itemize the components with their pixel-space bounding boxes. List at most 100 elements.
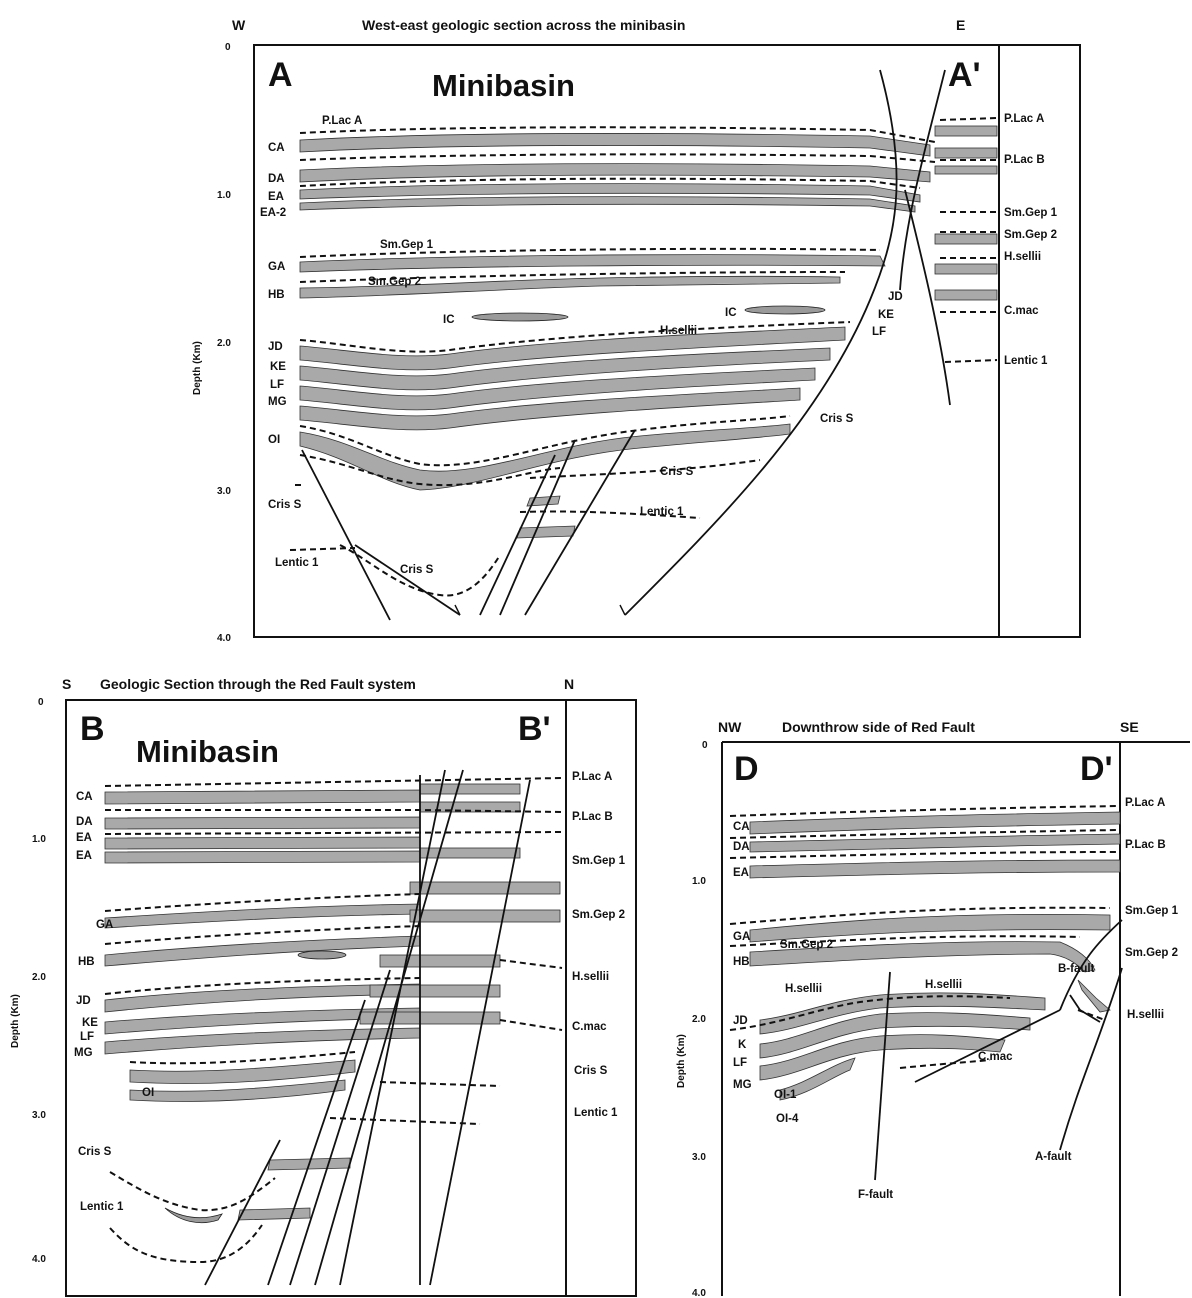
panel-d-band-da — [749, 833, 1121, 853]
panel-a-fault-2 — [354, 544, 461, 616]
panel-d-right-plac-b: P.Lac B — [1125, 839, 1166, 851]
panel-a-horizon-smgep1 — [299, 247, 881, 258]
panel-b-block-band-4 — [409, 881, 561, 895]
panel-d-label-ga: GA — [733, 931, 750, 943]
panel-b-horizon-cris-block — [379, 1081, 501, 1087]
panel-a-right-cmac: C.mac — [1004, 305, 1039, 317]
panel-b-fault-1 — [339, 769, 446, 1286]
panel-a-inner-plac-a: P.Lac A — [322, 115, 362, 127]
panel-a-inner-hsellii: H.sellii — [660, 325, 697, 337]
panel-b-block-band-1 — [419, 783, 521, 795]
panel-d-band-oi — [779, 1057, 856, 1101]
panel-a-section: W E West-east geologic section across th… — [192, 17, 1081, 644]
panel-a-right-band-4 — [934, 233, 998, 245]
panel-a-label-ga: GA — [268, 261, 285, 273]
panel-d-tick-2: 2.0 — [692, 1014, 706, 1025]
panel-d-nw-label: NW — [718, 719, 742, 735]
panel-d-band-ke — [759, 1012, 1031, 1059]
panel-b-frame — [65, 699, 637, 1297]
panel-d-inner-smgep2: Sm.Gep 2 — [780, 939, 833, 951]
panel-a-right-band-3 — [934, 165, 998, 175]
panel-a-lens-ic-right — [744, 305, 826, 315]
panel-a-tick-4: 4.0 — [217, 633, 231, 644]
panel-d-se-label: SE — [1120, 719, 1139, 735]
panel-b-fault-4 — [289, 969, 391, 1286]
panel-b-label-lf: LF — [80, 1031, 94, 1043]
panel-d-label-k: K — [738, 1039, 747, 1051]
panel-a-label-ea2: EA-2 — [260, 207, 286, 219]
panel-a-horizon-ca-base — [299, 153, 936, 163]
panel-a-band-ea2 — [299, 196, 916, 213]
panel-a-band-ga — [299, 254, 886, 273]
panel-b-label-lentic: Lentic 1 — [80, 1201, 124, 1213]
panel-a-inner-ke: KE — [878, 309, 894, 321]
panel-b-north-label: N — [564, 676, 574, 692]
panel-a-right-plac-a: P.Lac A — [1004, 113, 1044, 125]
panel-d-label-mg: MG — [733, 1079, 752, 1091]
panel-a-horizon-lentic-block — [519, 510, 701, 519]
panel-b-axis-label: Depth (Km) — [10, 994, 21, 1048]
panel-a-right-plac-b: P.Lac B — [1004, 154, 1045, 166]
panel-a-right-hsellii: H.sellii — [1004, 251, 1041, 263]
panel-b-right-smgep2: Sm.Gep 2 — [572, 909, 625, 921]
panel-d-label-da: DA — [733, 841, 750, 853]
panel-d-right-smgep2: Sm.Gep 2 — [1125, 947, 1178, 959]
panel-d-a-fault — [1059, 967, 1123, 1151]
panel-a-label-lf: LF — [270, 379, 284, 391]
panel-a-right-dash-1 — [939, 117, 998, 121]
panel-b-fault-3 — [429, 779, 531, 1286]
panel-b-band-ga — [104, 903, 421, 929]
panel-d-inner-b-fault: B-fault — [1058, 963, 1095, 975]
panel-a-band-ke — [299, 347, 831, 391]
panel-d-inner-hsellii-2: H.sellii — [925, 979, 962, 991]
panel-a-band-oi — [299, 423, 791, 491]
panel-b-block-band-6 — [379, 954, 501, 968]
panel-b-fault-6 — [204, 1139, 281, 1286]
panel-a-inner-smgep1: Sm.Gep 1 — [380, 239, 434, 251]
panel-b-right-smgep1: Sm.Gep 1 — [572, 855, 626, 867]
panel-a-band-ca — [299, 132, 931, 157]
panel-a-inner-cris-4: Cris S — [400, 564, 434, 576]
panel-b-right-plac-a: P.Lac A — [572, 771, 612, 783]
panel-a-horizon-cris-block — [529, 459, 761, 479]
panel-b-lens — [297, 950, 347, 960]
panel-b-south-label: S — [62, 676, 71, 692]
panel-a-horizon-oi-base — [299, 454, 561, 487]
panel-d-right-plac-a: P.Lac A — [1125, 797, 1165, 809]
panel-a-band-lf — [299, 367, 816, 411]
panel-a-tick-0: 0 — [225, 42, 231, 53]
panel-a-right-smgep2: Sm.Gep 2 — [1004, 229, 1057, 241]
panel-d-band-right-wedge — [1077, 979, 1111, 1013]
panel-d-label-lf: LF — [733, 1057, 747, 1069]
panel-b-section: S N Geologic Section through the Red Fau… — [10, 676, 637, 1297]
panel-a-label-mg: MG — [268, 396, 287, 408]
panel-b-right-plac-b: P.Lac B — [572, 811, 613, 823]
panel-b-right-cmac: C.mac — [572, 1021, 607, 1033]
panel-d-inner-a-fault: A-fault — [1035, 1151, 1072, 1163]
panel-a-band-ea — [299, 183, 921, 203]
panel-b-horizon-hsellii-right — [499, 959, 563, 969]
panel-d-inner-cmac: C.mac — [978, 1051, 1013, 1063]
panel-d-c-mac-surface — [914, 1009, 1061, 1083]
panel-a-right-lentic1: Lentic 1 — [1004, 355, 1048, 367]
panel-a-inner-cris-3: Cris S — [268, 499, 302, 511]
panel-a-band-jd — [299, 326, 846, 371]
panel-d-horizon-smgep2 — [729, 935, 1081, 947]
panel-d-f-fault — [874, 971, 891, 1181]
panel-b-label-ca: CA — [76, 791, 93, 803]
panel-a-label-ca: CA — [268, 142, 285, 154]
panel-d-band-gep2 — [749, 941, 1096, 973]
panel-a-horizon-lentic-left — [289, 547, 356, 551]
panel-a-fault-7 — [899, 69, 946, 291]
panel-a-inner-lentic-2: Lentic 1 — [275, 557, 319, 569]
panel-d-label-jd: JD — [733, 1015, 748, 1027]
panel-a-right-smgep1: Sm.Gep 1 — [1004, 207, 1058, 219]
panel-b-tick-2: 2.0 — [32, 972, 46, 983]
panel-a-fault-1 — [301, 449, 391, 621]
panel-b-band-ca — [104, 789, 421, 805]
panel-a-horizon-cris-upper — [299, 415, 791, 467]
panel-d-tick-3: 3.0 — [692, 1152, 706, 1163]
panel-d-tick-4: 4.0 — [692, 1288, 706, 1298]
panel-a-label-da: DA — [268, 173, 285, 185]
